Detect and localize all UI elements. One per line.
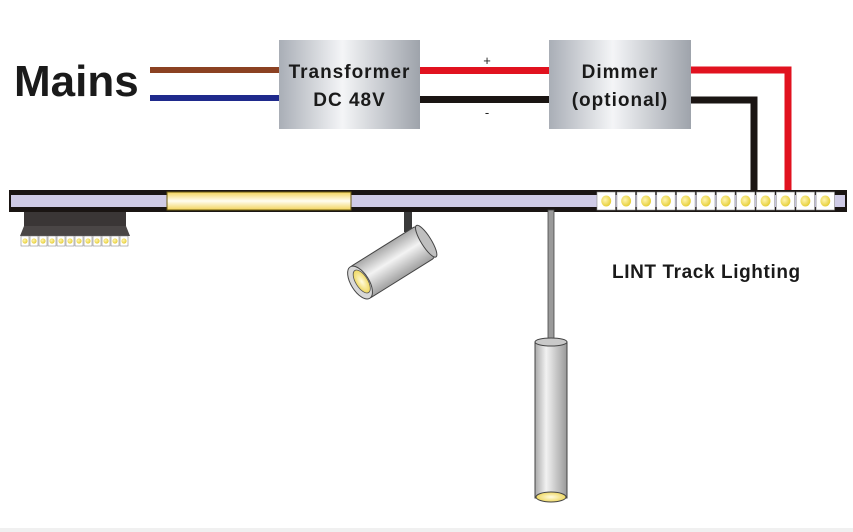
transformer: Transformer DC 48V xyxy=(279,40,420,129)
strip-led xyxy=(775,191,795,211)
mains-wires xyxy=(150,67,280,101)
grille-led xyxy=(83,235,93,247)
diagram-title: LINT Track Lighting xyxy=(612,262,801,283)
dimmer-label-line1: Dimmer xyxy=(582,62,659,83)
strip-led xyxy=(716,191,736,211)
positive-sign: + xyxy=(483,53,491,68)
grille-led xyxy=(47,235,57,247)
grille-led-row xyxy=(20,235,129,247)
strip-led xyxy=(596,191,616,211)
negative-sign: - xyxy=(485,105,489,120)
transformer-label-line1: Transformer xyxy=(289,62,411,83)
dimmer: Dimmer (optional) xyxy=(549,40,691,129)
grille-led xyxy=(110,235,120,247)
track-spotlight xyxy=(347,212,438,300)
linear-light-bar xyxy=(166,191,352,211)
dc-wires: + - xyxy=(420,53,550,120)
strip-led xyxy=(815,191,835,211)
transformer-box xyxy=(279,40,420,129)
strip-led xyxy=(636,191,656,211)
strip-led xyxy=(696,191,716,211)
grille-spotlight xyxy=(20,212,130,247)
output-positive-wire xyxy=(691,66,792,192)
dimmer-label-line2: (optional) xyxy=(572,90,669,111)
mains-live-wire xyxy=(150,67,280,73)
grille-led xyxy=(20,235,30,247)
positive-wire xyxy=(420,67,550,74)
grille-led xyxy=(119,235,129,247)
pendant-cable xyxy=(547,209,555,343)
output-negative-wire xyxy=(691,96,758,192)
grille-led xyxy=(29,235,39,247)
pendant-tube xyxy=(534,341,568,499)
bottom-border xyxy=(0,528,853,532)
strip-led xyxy=(656,191,676,211)
led-strip xyxy=(596,191,835,211)
strip-led xyxy=(616,191,636,211)
grille-led xyxy=(38,235,48,247)
spotlight-back xyxy=(415,224,438,258)
grille-led xyxy=(101,235,111,247)
strip-led xyxy=(736,191,756,211)
dimmer-box xyxy=(549,40,691,129)
grille-led xyxy=(92,235,102,247)
strip-led xyxy=(676,191,696,211)
spotlight-lens xyxy=(352,269,371,294)
negative-wire xyxy=(420,96,550,103)
mains-neutral-wire xyxy=(150,95,280,101)
output-wires xyxy=(691,66,792,192)
mains-label: Mains xyxy=(14,57,139,106)
strip-led xyxy=(795,191,815,211)
spotlight-stem xyxy=(404,212,412,232)
pendant-lens xyxy=(535,491,567,503)
pendant-top xyxy=(534,337,568,347)
strip-led xyxy=(756,191,776,211)
grille-led xyxy=(65,235,75,247)
grille-led xyxy=(74,235,84,247)
transformer-label-line2: DC 48V xyxy=(313,90,386,111)
pendant-light xyxy=(534,209,568,503)
grille-led xyxy=(56,235,66,247)
